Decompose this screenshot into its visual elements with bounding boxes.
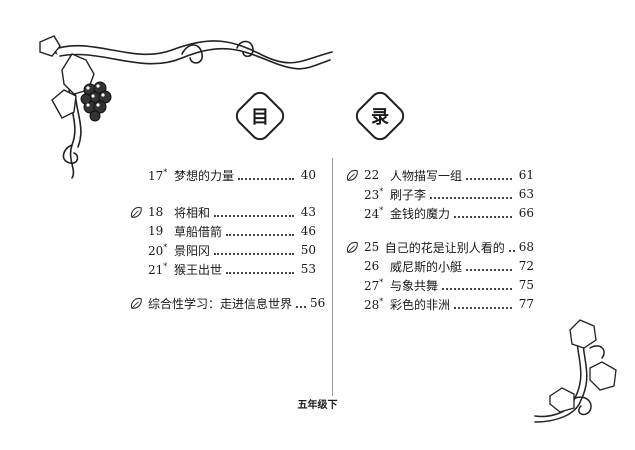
heading-char-lu: 录: [371, 107, 389, 128]
page-number: 46: [300, 224, 316, 238]
toc-entry[interactable]: 26 威尼斯的小艇 72: [364, 257, 534, 275]
leader-dots: [454, 215, 512, 218]
lesson-title: 猴王出世: [174, 262, 223, 277]
leader-dots: [214, 214, 294, 217]
lesson-title: 综合性学习：走进信息世界: [148, 296, 293, 311]
lesson-number: 25: [364, 240, 380, 254]
leader-dots: [238, 177, 294, 180]
page-number: 56: [310, 296, 326, 310]
leaf-icon: [130, 206, 142, 218]
heading-char-mu: 目: [251, 107, 269, 128]
lesson-title: 金钱的魔力: [390, 206, 451, 221]
toc-entry[interactable]: 18 将相和 43: [148, 203, 316, 221]
toc-entry[interactable]: 20* 景阳冈 50: [148, 241, 316, 259]
toc-entry[interactable]: 22 人物描写一组 61: [364, 166, 534, 184]
lesson-title: 刷子李: [390, 187, 427, 202]
leader-dots: [454, 306, 512, 309]
toc-entry[interactable]: 24* 金钱的魔力 66: [364, 204, 534, 222]
toc-entry[interactable]: 21* 猴王出世 53: [148, 260, 316, 278]
page-number: 40: [300, 168, 316, 182]
page-number: 50: [300, 243, 316, 257]
leader-dots: [430, 196, 512, 199]
lesson-title: 彩色的非洲: [390, 297, 451, 312]
leaf-icon: [346, 241, 358, 253]
page-number: 43: [300, 205, 316, 219]
lesson-number: 17*: [148, 167, 168, 183]
grape-vine-icon: [39, 35, 333, 179]
column-divider: [332, 158, 333, 396]
page-number: 75: [518, 278, 534, 292]
lesson-number: 28*: [364, 296, 384, 312]
heading-badge-lu: 录: [351, 87, 409, 145]
lesson-number: 19: [148, 224, 164, 238]
page-number: 63: [518, 187, 534, 201]
toc-entry[interactable]: 28* 彩色的非洲 77: [364, 295, 534, 313]
lesson-number: 22: [364, 168, 380, 182]
lesson-title: 草船借箭: [174, 224, 223, 239]
toc-entry[interactable]: 19 草船借箭 46: [148, 222, 316, 240]
toc-entry[interactable]: 23* 刷子李 63: [364, 185, 534, 203]
page-number: 72: [518, 259, 534, 273]
grade-label: 五年级下: [297, 400, 338, 411]
lesson-title: 自己的花是让别人看的: [384, 240, 505, 255]
lesson-number: 24*: [364, 205, 384, 221]
lesson-number: 26: [364, 259, 380, 273]
lesson-number: 21*: [148, 261, 168, 277]
page-number: 66: [518, 206, 534, 220]
lesson-title: 梦想的力量: [174, 168, 235, 183]
lesson-number: 18: [148, 205, 164, 219]
leader-dots: [466, 268, 512, 271]
leader-dots: [226, 233, 294, 236]
lesson-number: 23*: [364, 186, 384, 202]
toc-entry[interactable]: 27* 与象共舞 75: [364, 276, 534, 294]
leader-dots: [466, 177, 512, 180]
page-number: 61: [518, 168, 534, 182]
leader-dots: [226, 271, 294, 274]
grape-vine-icon: [534, 319, 617, 423]
lesson-title: 与象共舞: [390, 278, 439, 293]
leader-dots: [508, 249, 515, 252]
page-number: 77: [518, 297, 534, 311]
leader-dots: [214, 252, 294, 255]
lesson-title: 人物描写一组: [390, 168, 463, 183]
toc-entry[interactable]: 25 自己的花是让别人看的 68: [364, 238, 534, 256]
page-number: 68: [518, 240, 534, 254]
page-number: 53: [300, 262, 316, 276]
lesson-title: 景阳冈: [174, 243, 211, 258]
lesson-title: 威尼斯的小艇: [390, 259, 463, 274]
lesson-number: 27*: [364, 277, 384, 293]
leaf-icon: [346, 169, 358, 181]
lesson-number: 20*: [148, 242, 168, 258]
toc-entry[interactable]: 综合性学习：走进信息世界 56: [148, 294, 325, 312]
leader-dots: [442, 287, 512, 290]
leader-dots: [296, 305, 307, 308]
toc-entry[interactable]: 17* 梦想的力量 40: [148, 166, 316, 184]
lesson-title: 将相和: [174, 205, 211, 220]
leaf-icon: [130, 297, 142, 309]
